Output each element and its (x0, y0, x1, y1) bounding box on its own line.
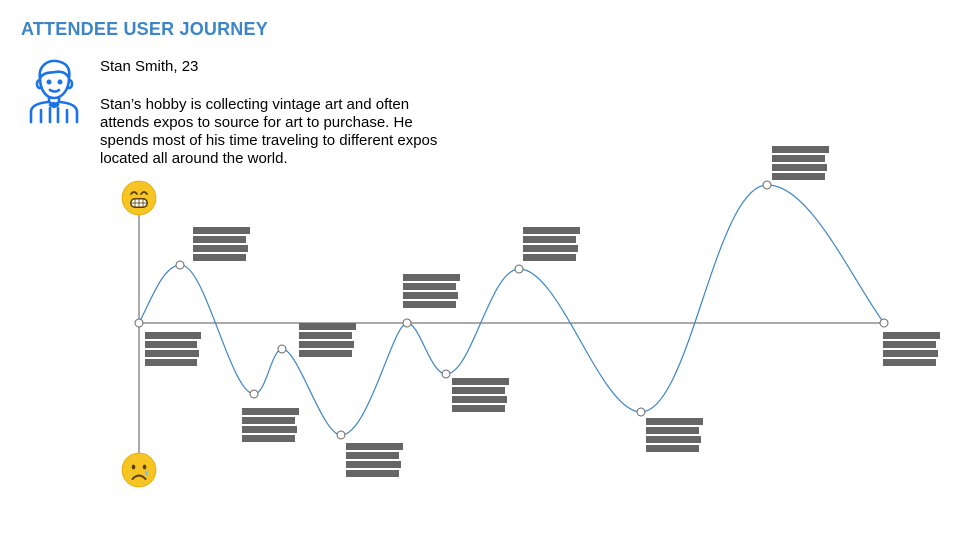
journey-point (277, 344, 287, 354)
journey-point (134, 318, 144, 328)
note-placeholder (523, 227, 580, 261)
note-placeholder (403, 274, 460, 308)
journey-point (636, 407, 646, 417)
note-placeholder (883, 332, 940, 366)
page-title: ATTENDEE USER JOURNEY (21, 19, 268, 39)
persona-name: Stan Smith, 23 (100, 58, 199, 75)
sad-face-icon (121, 452, 157, 488)
note-placeholder (452, 378, 509, 412)
note-placeholder (346, 443, 403, 477)
journey-point (175, 260, 185, 270)
note-placeholder (242, 408, 299, 442)
grinning-face-icon (121, 180, 157, 216)
journey-point (441, 369, 451, 379)
journey-point (762, 180, 772, 190)
note-placeholder (145, 332, 201, 366)
journey-point (336, 430, 346, 440)
journey-point (402, 318, 412, 328)
journey-point (514, 264, 524, 274)
journey-point (879, 318, 889, 328)
note-placeholder (646, 418, 703, 452)
note-placeholder (299, 323, 356, 357)
note-placeholder (772, 146, 829, 180)
journey-line (138, 184, 885, 436)
journey-point (249, 389, 259, 399)
user-avatar-icon (29, 59, 79, 124)
note-placeholder (193, 227, 250, 261)
persona-description: Stan’s hobby is collecting vintage art a… (100, 96, 438, 167)
